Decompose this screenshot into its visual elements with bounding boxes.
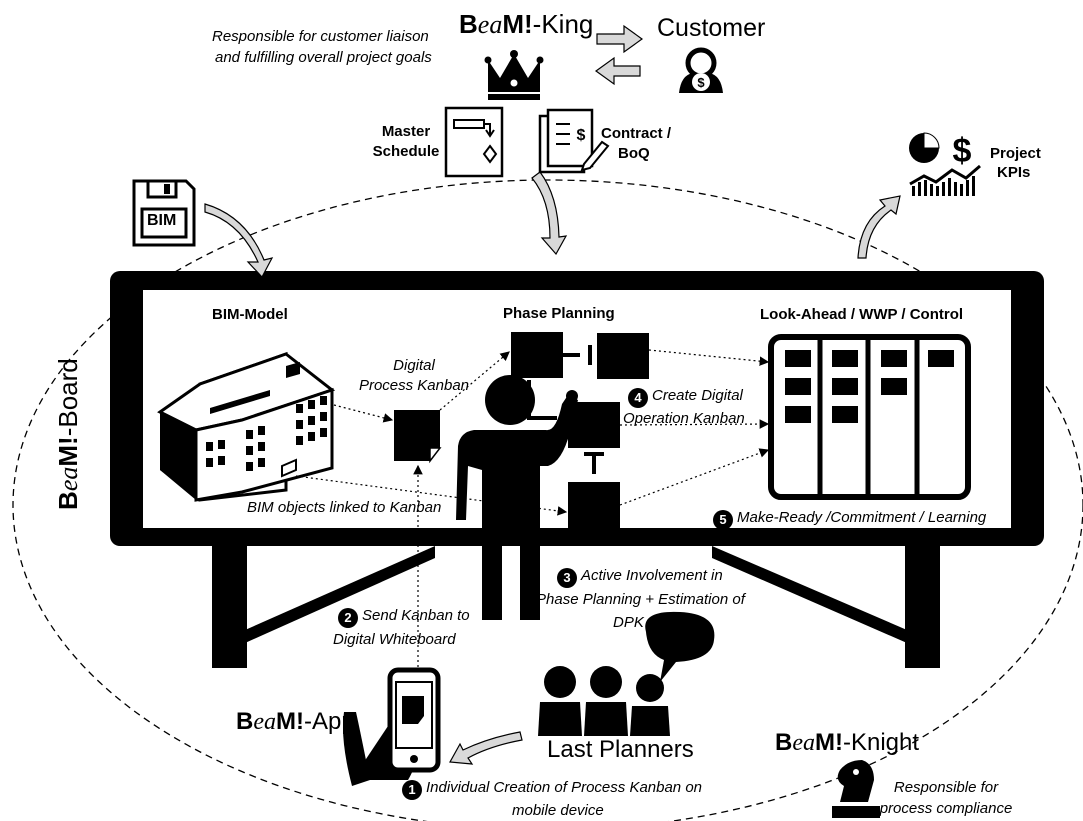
svg-text:$: $ [577, 127, 586, 144]
phase-box-3 [568, 402, 620, 448]
knight-description-line2: process compliance [879, 800, 1013, 817]
arrow-customer-to-king [594, 56, 641, 86]
king-description-line2: and fulfilling overall project goals [215, 49, 432, 66]
arrow-bim-to-board [204, 203, 274, 279]
crown-icon [484, 50, 544, 100]
contract-icon: $ [538, 108, 610, 174]
lookahead-board [768, 334, 971, 500]
whiteboard-brace-left [245, 546, 435, 643]
beam-knight-title: BeaM!-Knight [775, 729, 920, 756]
customer-label: Customer [657, 14, 766, 42]
kpis-line2: KPIs [997, 164, 1031, 181]
beam-king-title: BeaM!-King [459, 9, 594, 39]
step4-badge: 4 [628, 388, 648, 408]
bim-floppy-icon [132, 179, 196, 247]
phase-planning-title: Phase Planning [503, 305, 615, 322]
contract-line1: Contract / [601, 125, 672, 142]
step3-line3: DPK costs [613, 614, 684, 631]
beam-app-title: BeaM!-App [236, 708, 355, 735]
digital-kanban-line1: Digital [393, 357, 435, 374]
building-icon [157, 351, 336, 502]
king-description-line1: Responsible for customer liaison [212, 28, 429, 45]
speech-bubble-icon [645, 611, 715, 682]
step2-badge: 2 [338, 608, 358, 628]
contract-line2: BoQ [618, 145, 650, 162]
knight-description-line1: Responsible for [893, 779, 999, 796]
scope-ellipse [12, 179, 1083, 821]
arrow-planners-to-app [449, 731, 523, 765]
last-planners-icon [538, 666, 670, 736]
phone-icon [343, 667, 441, 786]
step2-line2: Digital Whiteboard [333, 631, 456, 648]
bim-linked-label: BIM objects linked to Kanban [247, 499, 442, 516]
kpis-line1: Project [990, 145, 1041, 162]
master-schedule-line1: Master [381, 123, 431, 140]
bim-model-title: BIM-Model [212, 306, 288, 323]
phase-box-4 [568, 482, 620, 528]
digital-kanban-line2: Process Kanban [358, 377, 470, 394]
svg-text:$: $ [697, 75, 705, 90]
dotted-connectors [295, 349, 770, 672]
whiteboard-leg-right [905, 540, 940, 668]
phase-box-1 [511, 332, 563, 378]
whiteboard-brace-right [712, 546, 907, 643]
svg-text:$: $ [953, 132, 972, 170]
knight-icon [832, 760, 880, 818]
step4-line2: Operation Kanban [623, 410, 745, 427]
arrow-contract-to-board [531, 171, 568, 256]
phase-box-2 [597, 333, 649, 379]
presenter-figure [456, 375, 578, 620]
schedule-icon [444, 106, 504, 178]
arrow-king-to-customer [596, 24, 644, 54]
step1-line2: mobile device [512, 802, 604, 819]
step3-badge: 3 [557, 568, 577, 588]
lookahead-title: Look-Ahead / WWP / Control [760, 306, 964, 323]
last-planners-label: Last Planners [547, 736, 694, 763]
step1-badge: 1 [402, 780, 422, 800]
step3-line2: Phase Planning + Estimation of [536, 591, 745, 608]
beam-board-title: BeaM!-Board [53, 358, 84, 510]
kpi-icon: $ [909, 132, 981, 196]
arrow-board-to-kpis [857, 195, 901, 259]
master-schedule-line2: Schedule [372, 143, 440, 160]
bim-disk-label: BIM [147, 212, 177, 229]
step5-badge: 5 [713, 510, 733, 530]
digital-kanban-note [394, 410, 442, 464]
customer-icon: $ [679, 47, 723, 93]
whiteboard-leg-left [212, 540, 247, 668]
